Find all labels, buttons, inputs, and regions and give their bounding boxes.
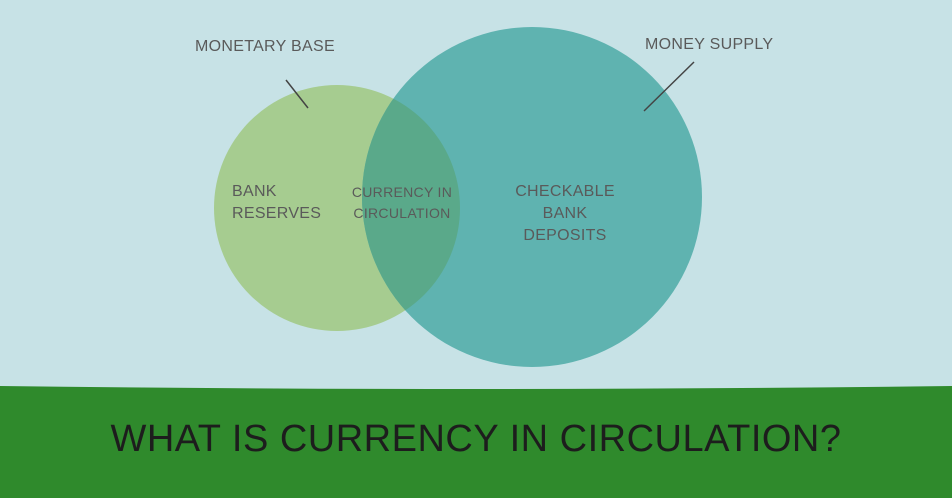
checkable-bank-deposits-label: CHECKABLE BANK DEPOSITS (515, 183, 615, 244)
money-supply-label: MONEY SUPPLY (645, 36, 774, 53)
monetary-base-pointer (285, 79, 309, 109)
money-supply-pointer (643, 61, 695, 112)
footer-band (0, 386, 952, 498)
headline-title: WHAT IS CURRENCY IN CIRCULATION? (110, 418, 842, 460)
bank-reserves-label: BANK RESERVES (232, 183, 322, 222)
money-supply-circle (362, 27, 702, 367)
monetary-base-label: MONETARY BASE (195, 38, 335, 55)
currency-in-circulation-label: CURRENCY IN CIRCULATION (351, 184, 453, 221)
